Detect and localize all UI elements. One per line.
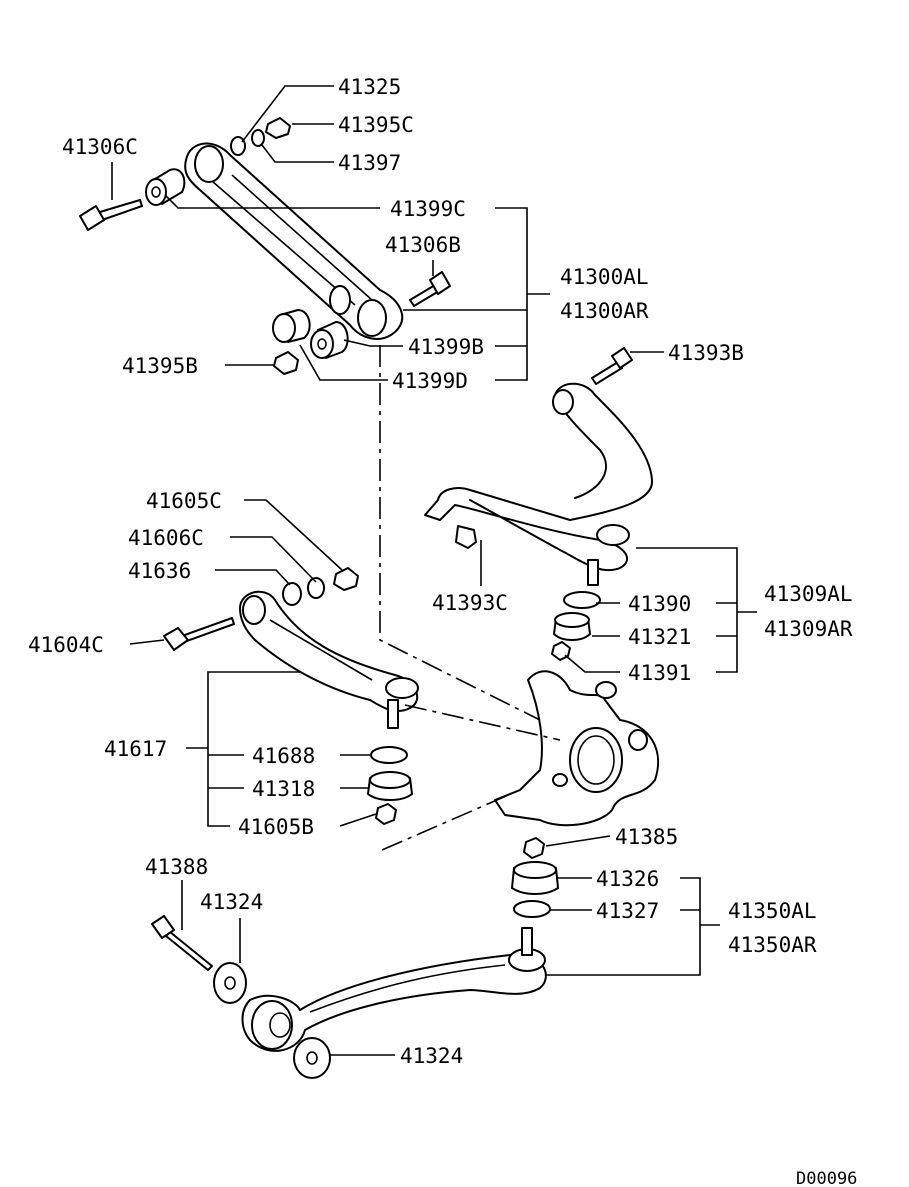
label-washer-41605c: 41605C [146, 489, 222, 513]
label-bushing-41399b: 41399B [408, 335, 484, 359]
label-ring-41390: 41390 [628, 592, 691, 616]
label-assembly-41300ar: 41300AR [560, 299, 649, 323]
center-line-lower [381, 789, 521, 851]
label-ring-41327: 41327 [596, 899, 659, 923]
label-assembly-41300al: 41300AL [560, 265, 649, 289]
label-bolt-41393b: 41393B [668, 341, 744, 365]
label-washer-41636: 41636 [128, 559, 191, 583]
label-assembly-41309al: 41309AL [764, 582, 853, 606]
label-boot-41321: 41321 [628, 625, 691, 649]
label-bolt-41306b: 41306B [385, 233, 461, 257]
label-washer-41324-upper: 41324 [200, 890, 263, 914]
upper-arm-front-drawing [424, 347, 654, 661]
label-bolt-41393c: 41393C [432, 591, 508, 615]
label-washer-41606c: 41606C [128, 526, 204, 550]
label-nut-41395b: 41395B [122, 354, 198, 378]
label-nut-41385: 41385 [615, 825, 678, 849]
center-line-toe [404, 704, 561, 741]
label-nut-41391: 41391 [628, 661, 691, 685]
label-bolt-41306c: 41306C [62, 135, 138, 159]
label-bolt-41604c: 41604C [28, 633, 104, 657]
label-bushing-41399d: 41399D [392, 369, 468, 393]
center-line-upper [379, 345, 541, 721]
label-washer-41397: 41397 [338, 151, 401, 175]
label-boot-41326: 41326 [596, 867, 659, 891]
label-bolt-41388: 41388 [145, 855, 208, 879]
toe-arm-drawing [163, 567, 419, 825]
label-boot-41318: 41318 [252, 777, 315, 801]
label-toe-arm-41617: 41617 [104, 737, 167, 761]
diagram-code: D00096 [796, 1169, 857, 1187]
label-assembly-41309ar: 41309AR [764, 617, 853, 641]
leader-lines [111, 85, 757, 1056]
upper-arm-rear-drawing [79, 117, 451, 375]
label-bushing-41399c: 41399C [390, 197, 466, 221]
label-assembly-41350al: 41350AL [728, 899, 817, 923]
lower-arm-drawing [151, 837, 559, 1079]
label-washer-41324-lower: 41324 [400, 1044, 463, 1068]
label-assembly-41350ar: 41350AR [728, 933, 817, 957]
knuckle-drawing [494, 670, 660, 827]
label-washer-41325: 41325 [338, 75, 401, 99]
label-ring-41688: 41688 [252, 744, 315, 768]
label-nut-41395c: 41395C [338, 113, 414, 137]
label-nut-41605b: 41605B [238, 815, 314, 839]
